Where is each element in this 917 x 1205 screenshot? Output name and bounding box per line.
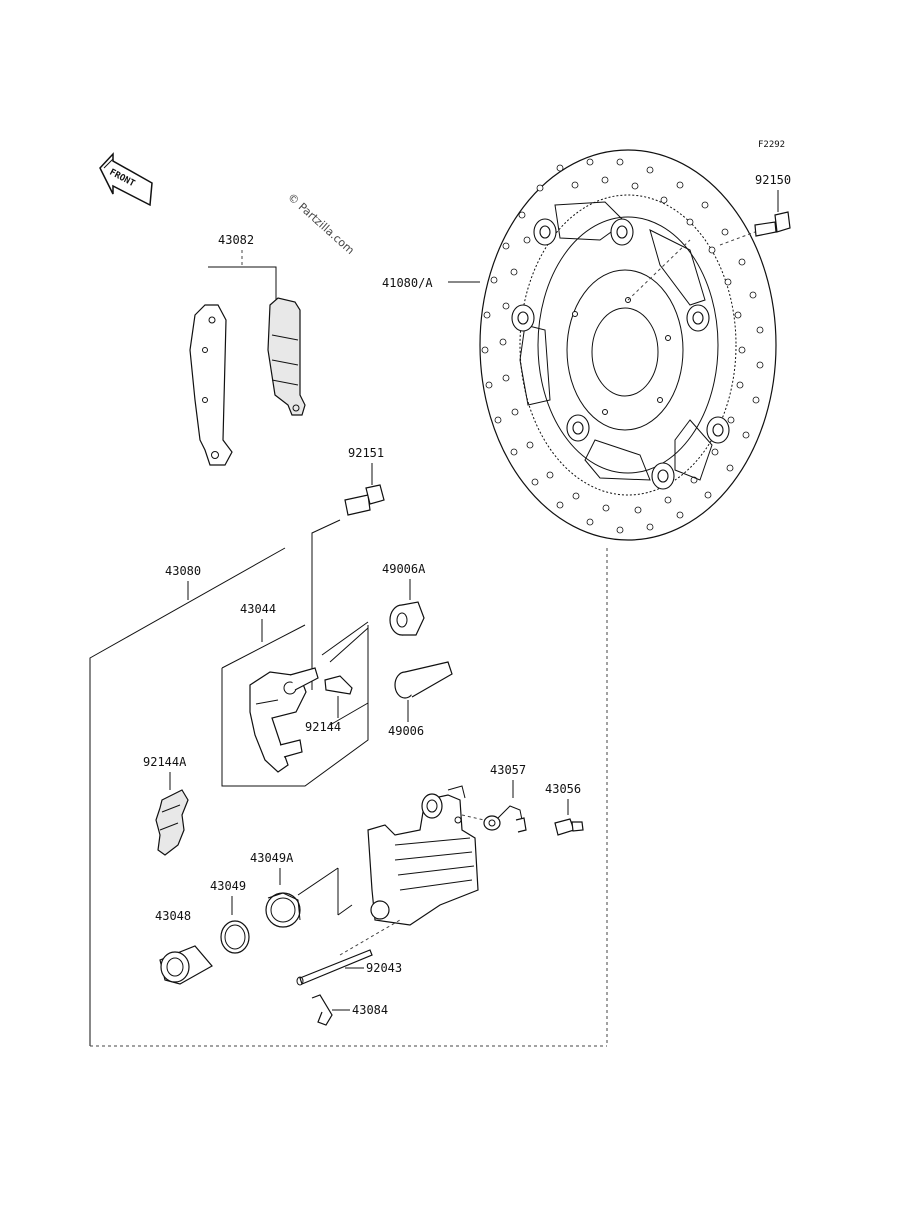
label-43082: 43082 bbox=[218, 233, 254, 247]
label-92043: 92043 bbox=[366, 961, 402, 975]
bleeder-cap-bracket bbox=[483, 805, 527, 833]
label-92151: 92151 bbox=[348, 446, 384, 460]
pad-spring-clip bbox=[324, 675, 353, 695]
label-92144A: 92144A bbox=[143, 755, 187, 769]
piston-seal bbox=[220, 920, 250, 954]
boot-lower-with-pin bbox=[394, 661, 453, 699]
caliper-body bbox=[367, 785, 479, 926]
label-43080: 43080 bbox=[165, 564, 201, 578]
pin-clip bbox=[311, 994, 333, 1026]
front-arrow-icon: FRONT bbox=[99, 152, 153, 207]
diagram-code: F2292 bbox=[758, 140, 785, 150]
dust-seal bbox=[265, 892, 301, 928]
watermark: © Partzilla.com bbox=[285, 191, 357, 257]
brake-disc bbox=[479, 149, 777, 541]
label-43048: 43048 bbox=[155, 909, 191, 923]
label-41080A: 41080/A bbox=[382, 276, 433, 290]
boot-upper bbox=[389, 601, 425, 636]
disc-bolt bbox=[719, 211, 791, 246]
label-43044: 43044 bbox=[240, 602, 276, 616]
label-43084: 43084 bbox=[352, 1003, 388, 1017]
label-43049A: 43049A bbox=[250, 851, 294, 865]
bleeder-valve bbox=[554, 818, 584, 836]
label-49006A: 49006A bbox=[382, 562, 426, 576]
label-49006: 49006 bbox=[388, 724, 424, 738]
brake-pad-rear bbox=[267, 297, 306, 416]
label-43057: 43057 bbox=[490, 763, 526, 777]
pad-pin bbox=[296, 949, 373, 986]
pad-spring bbox=[155, 789, 189, 856]
label-43049: 43049 bbox=[210, 879, 246, 893]
caliper-bolt bbox=[344, 484, 385, 516]
brake-pad-front bbox=[189, 304, 233, 466]
label-92150: 92150 bbox=[755, 173, 791, 187]
label-43056: 43056 bbox=[545, 782, 581, 796]
caliper-piston bbox=[159, 945, 213, 985]
caliper-bracket bbox=[249, 667, 319, 773]
